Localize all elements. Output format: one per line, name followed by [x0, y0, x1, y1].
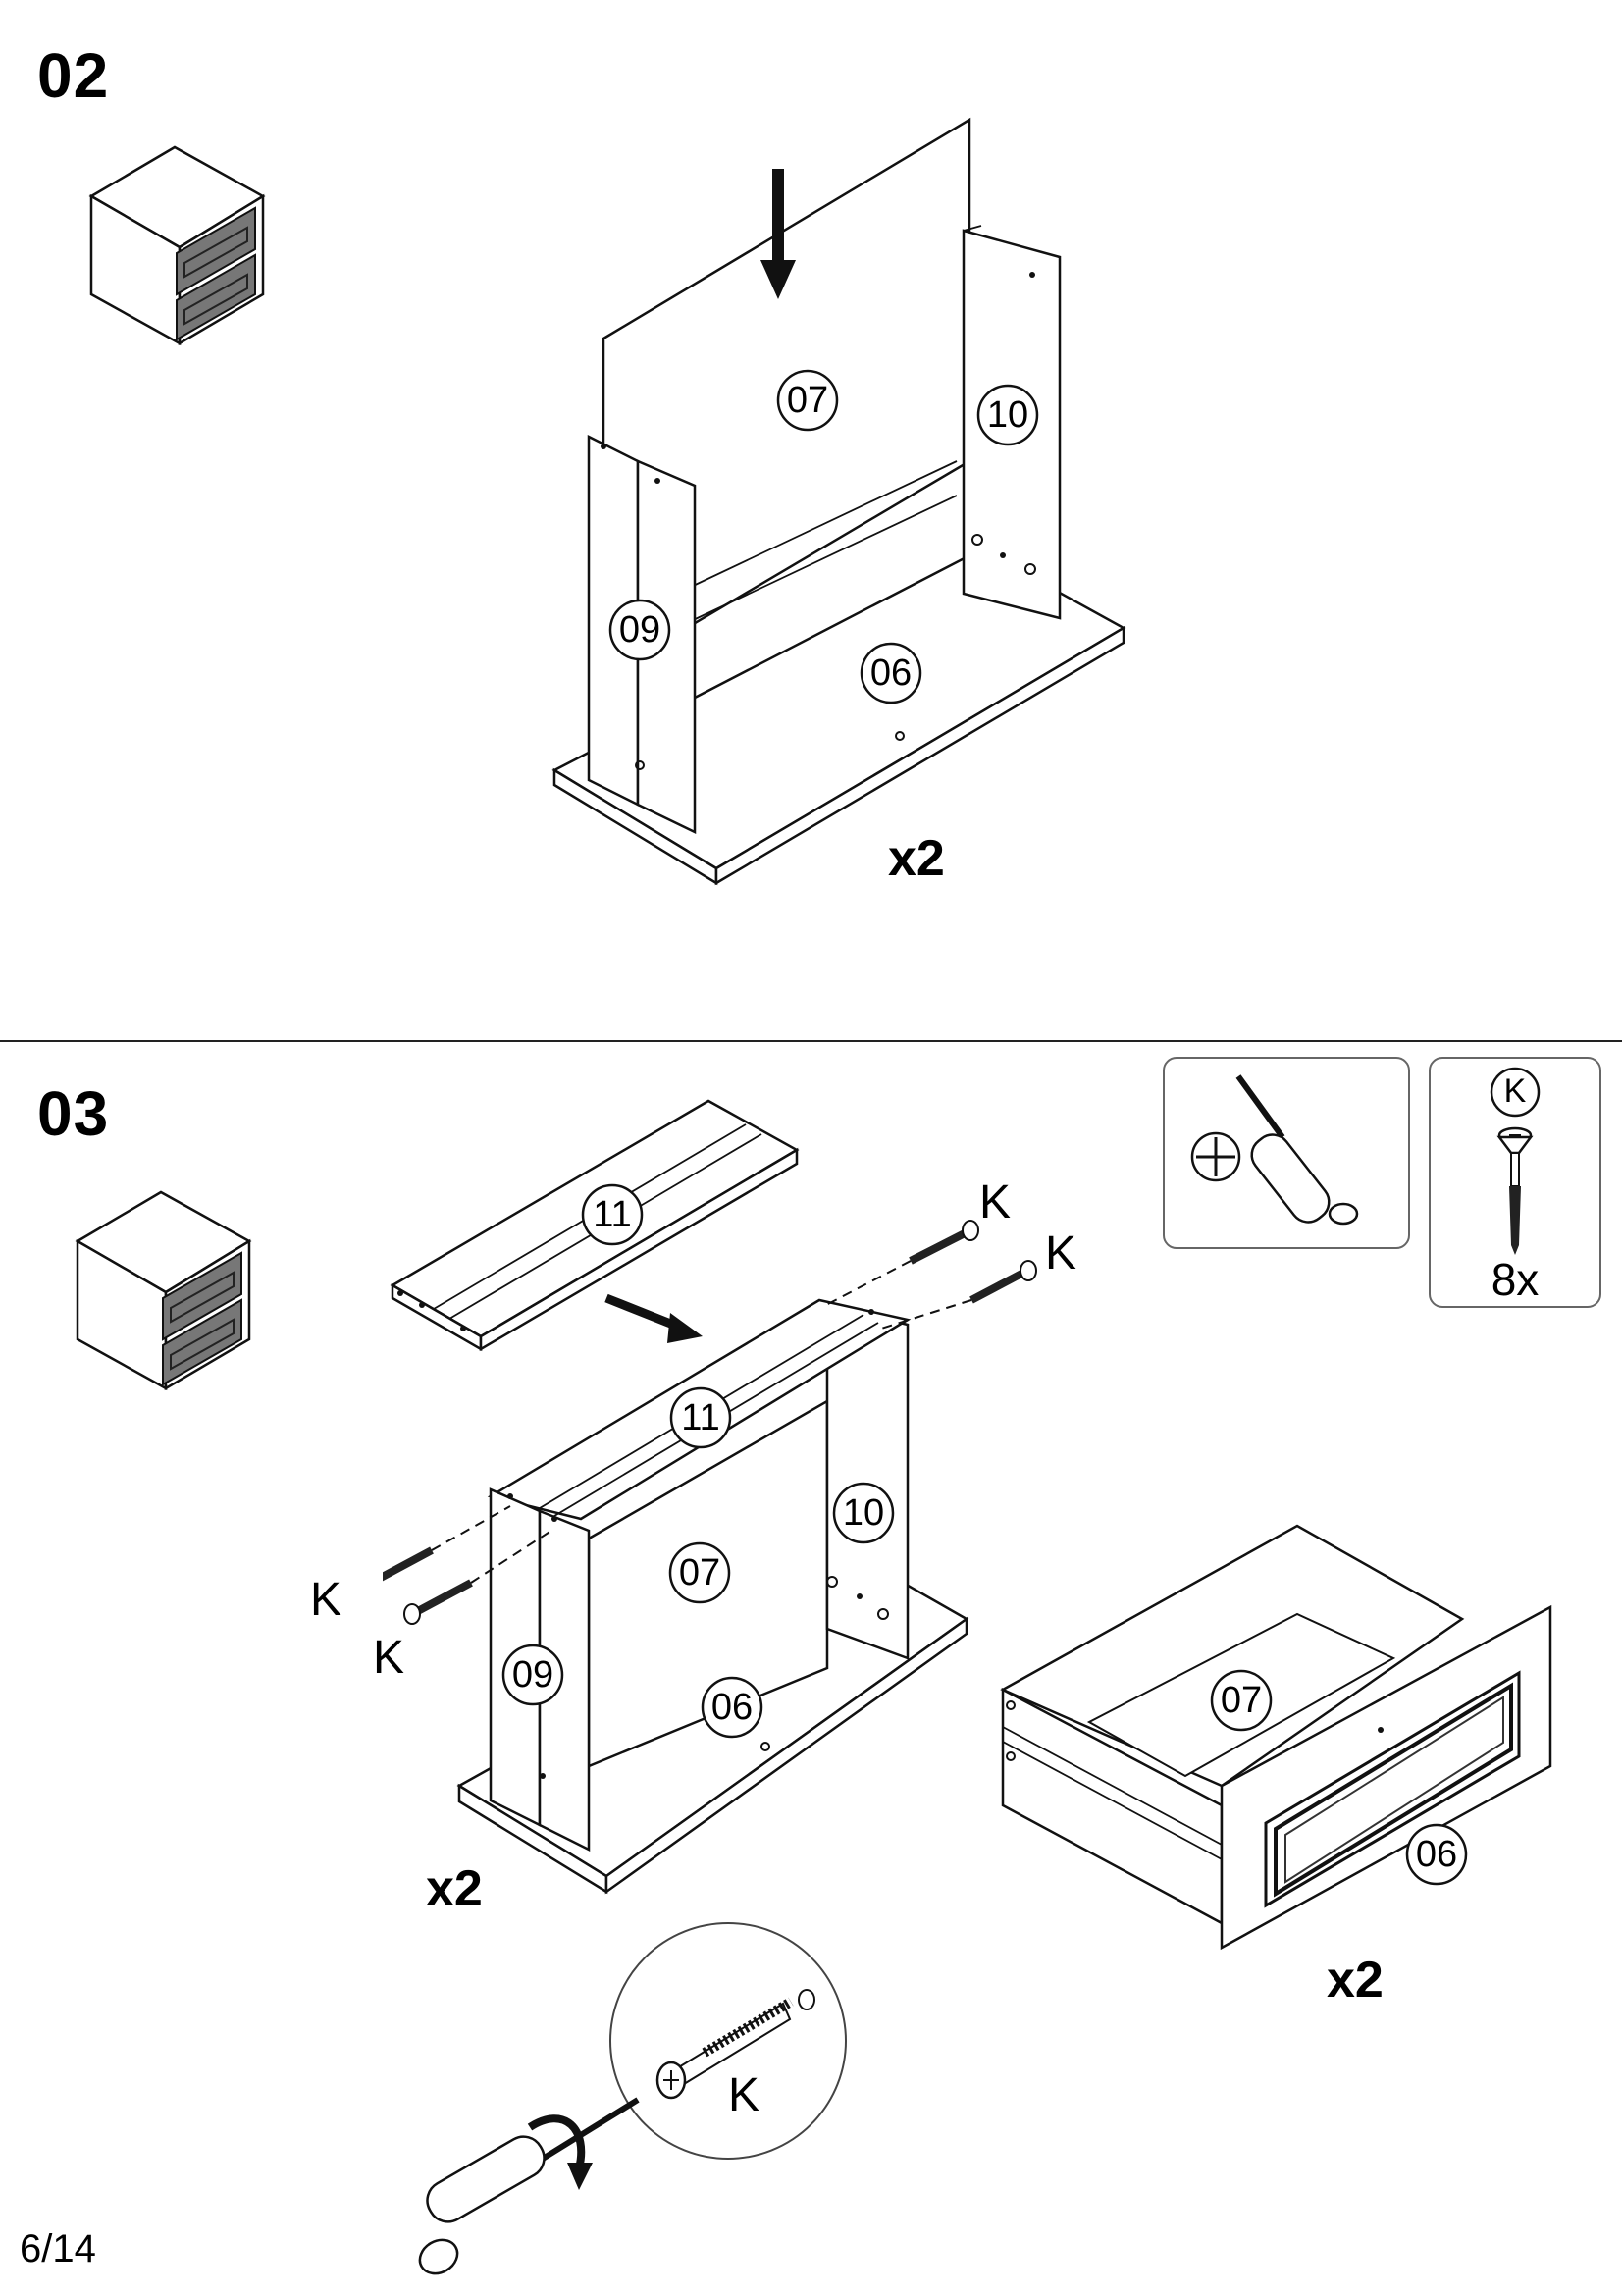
fastener-k-box: K 8x	[1429, 1057, 1601, 1308]
cabinet-thumbnail-icon	[88, 145, 266, 346]
screw-k-label: K	[373, 1632, 405, 1684]
part-10-label: 10	[976, 384, 1039, 446]
part-11-label: 11	[581, 1183, 644, 1246]
svg-text:10: 10	[843, 1492, 884, 1534]
step-02-assembly-diagram: 07 10 09 06	[551, 117, 1126, 886]
svg-text:06: 06	[711, 1687, 753, 1728]
screw-k-icon	[969, 1260, 1037, 1304]
screw-k-label: K	[979, 1176, 1012, 1228]
tool-screwdriver-box	[1163, 1057, 1410, 1249]
step-02-multiplier: x2	[888, 830, 945, 887]
svg-text:11: 11	[593, 1194, 631, 1235]
part-07-label: 07	[1210, 1669, 1273, 1732]
step-03-multiplier-drawer: x2	[1327, 1952, 1384, 2009]
fastener-count: 8x	[1491, 1254, 1540, 1305]
part-10-label: 10	[832, 1482, 895, 1544]
screw-k-icon	[383, 1546, 434, 1582]
section-divider	[0, 1040, 1622, 1042]
fastener-code: K	[1503, 1072, 1527, 1110]
part-06-label: 06	[1405, 1823, 1468, 1886]
cabinet-thumbnail-icon	[75, 1190, 252, 1391]
screw-k-label: K	[728, 2069, 760, 2121]
svg-text:07: 07	[679, 1552, 720, 1593]
part-06-label: 06	[701, 1676, 763, 1739]
part-07-label: 07	[776, 369, 839, 432]
svg-text:06: 06	[1416, 1834, 1457, 1875]
screw-k-icon	[909, 1220, 979, 1265]
screw-k-icon	[403, 1579, 473, 1625]
part-07-label: 07	[668, 1541, 731, 1604]
svg-text:06: 06	[870, 652, 912, 694]
step-03-multiplier-cabinet: x2	[426, 1860, 483, 1917]
svg-text:10: 10	[987, 394, 1028, 436]
screw-k-icon	[1490, 1067, 1541, 1255]
part-06-label: 06	[860, 642, 922, 704]
svg-text:11: 11	[681, 1397, 719, 1438]
step-03-number: 03	[37, 1078, 110, 1149]
svg-text:07: 07	[787, 380, 828, 421]
part-09-label: 09	[608, 599, 671, 661]
step-03-assembly-diagram: 11 11 10 07 09 06 07 06	[383, 1099, 1552, 2275]
part-09-label: 09	[501, 1644, 564, 1706]
svg-text:07: 07	[1221, 1680, 1262, 1721]
page-number: 6/14	[20, 2227, 96, 2270]
part-11-label: 11	[669, 1386, 732, 1449]
svg-text:09: 09	[619, 609, 660, 651]
screw-k-label: K	[1045, 1227, 1077, 1279]
phillips-screwdriver-icon	[1190, 1074, 1359, 1226]
screw-k-label: K	[310, 1574, 342, 1626]
step-02-number: 02	[37, 40, 110, 111]
svg-text:09: 09	[512, 1654, 553, 1696]
